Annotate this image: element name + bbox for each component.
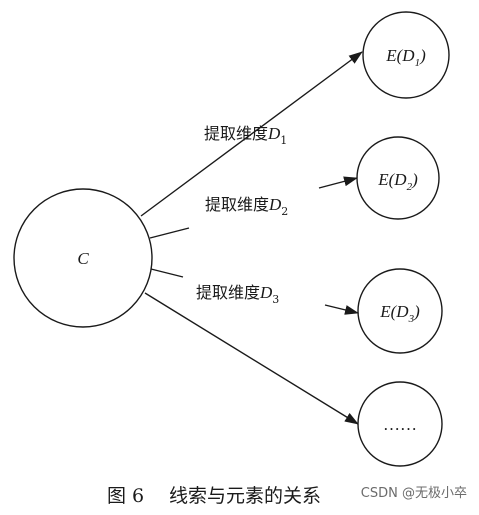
figure-number: 图 6 [107,485,144,507]
node-e-d2: E(D2) [356,136,440,220]
edge-label-d2: 提取维度D2 [205,195,288,218]
edge-stub-d3 [150,268,184,278]
node-e-d1-label: E(D1) [385,46,426,69]
node-ellipsis: …… [357,381,443,467]
edge-arrow-ellipsis [144,292,359,425]
node-c-label: C [77,249,89,268]
watermark: CSDN @无极小卒 [361,486,467,501]
edge-arrow-d3 [324,304,359,315]
edge-label-d3: 提取维度D3 [196,283,279,306]
node-ellipsis-label: …… [383,415,417,434]
node-c: C [13,188,153,328]
edge-arrow-d1 [140,51,363,217]
edge-arrow-d2 [318,176,358,189]
edge-label-d1: 提取维度D1 [204,124,287,147]
node-e-d3: E(D3) [357,268,443,354]
node-e-d3-label: E(D3) [379,302,420,325]
node-e-d1: E(D1) [362,11,450,99]
node-e-d2-label: E(D2) [377,170,418,193]
figure-caption: 线索与元素的关系 [169,485,321,507]
edge-stub-d2 [149,227,190,239]
